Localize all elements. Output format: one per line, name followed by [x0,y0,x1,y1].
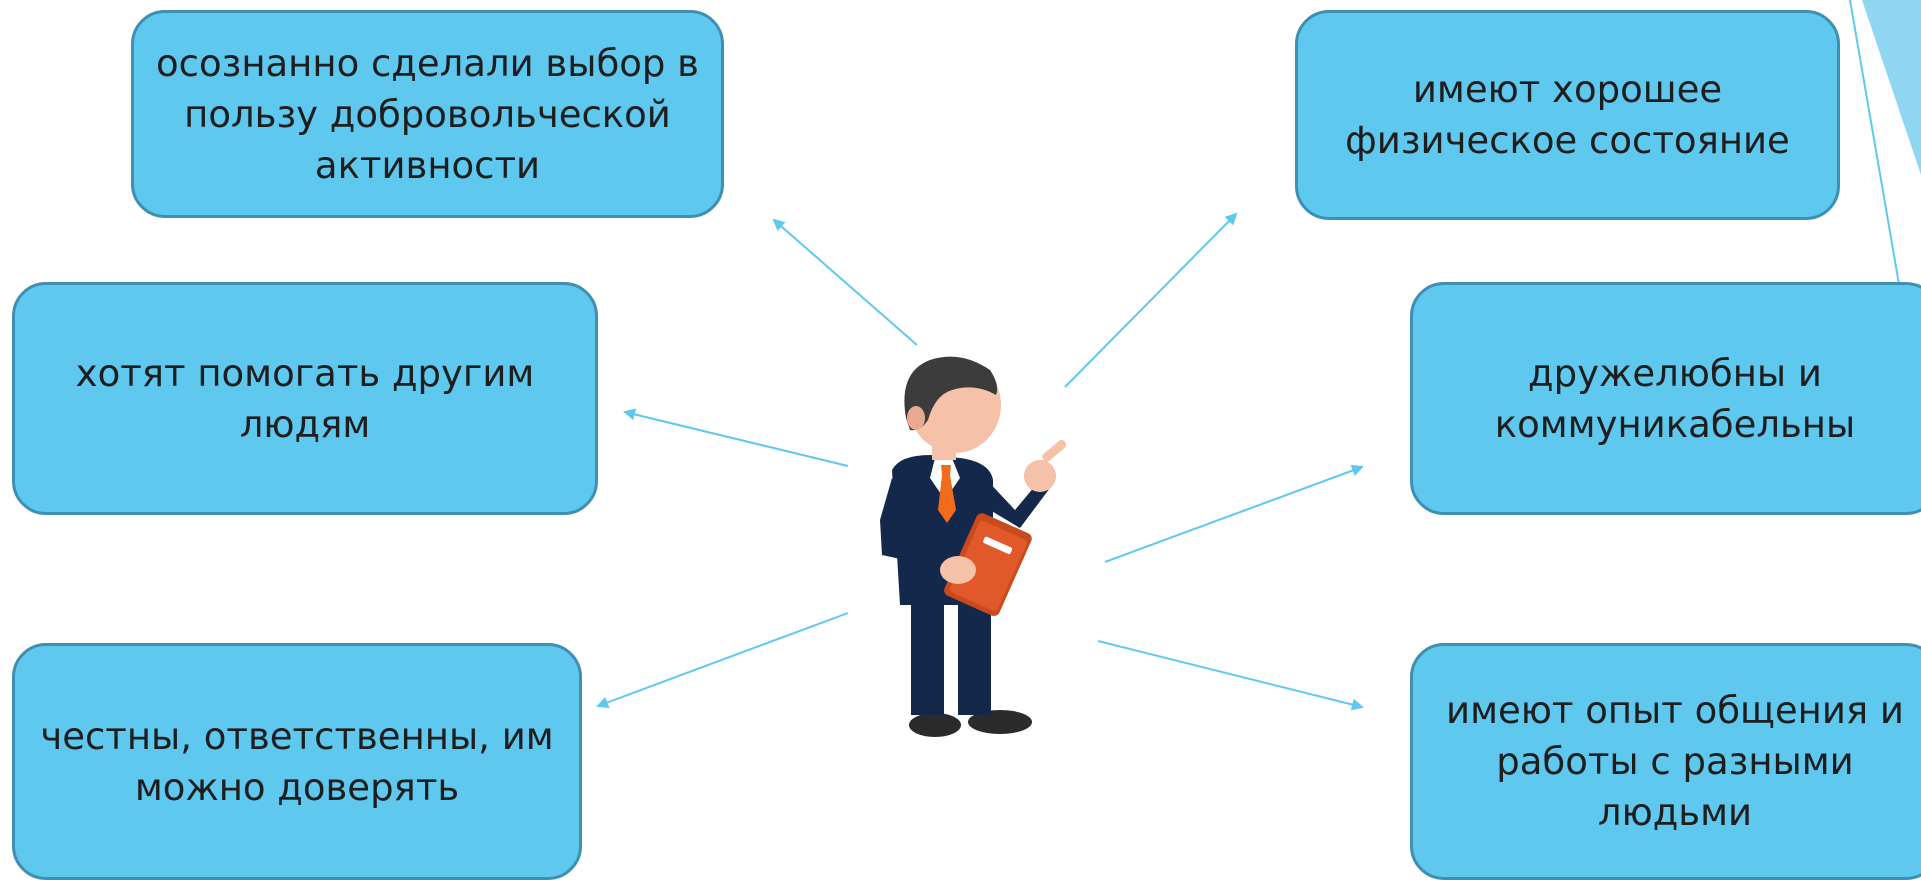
trait-box-honest: честны, ответственны, им можно доверять [12,643,582,880]
trait-box-help-others: хотят помогать другим людям [12,282,598,515]
trait-box-experience: имеют опыт общения и работы с разными лю… [1410,643,1921,880]
trait-text: имеют опыт общения и работы с разными лю… [1446,689,1904,834]
trait-text: осознанно сделали выбор в пользу доброво… [156,41,699,187]
trait-box-conscious-choice: осознанно сделали выбор в пользу доброво… [131,10,724,218]
arrow-to-box-3 [623,408,849,467]
trait-box-physical-condition: имеют хорошее физическое состояние [1295,10,1840,220]
decorative-triangle [1862,0,1921,175]
trait-text: имеют хорошее физическое состояние [1345,68,1790,162]
arrow-to-box-2 [1064,212,1238,388]
businessman-with-book-icon [880,356,1067,737]
decorative-line [1849,0,1901,291]
arrow-to-box-1 [772,218,918,346]
arrow-to-box-5 [596,612,849,709]
trait-text: хотят помогать другим людям [75,351,535,446]
trait-text: честны, ответственны, им можно доверять [40,714,554,809]
arrow-to-box-4 [1104,464,1364,563]
trait-box-friendly: дружелюбны и коммуникабельны [1410,282,1921,515]
trait-text: дружелюбны и коммуникабельны [1494,351,1856,446]
arrow-to-box-6 [1097,640,1364,711]
